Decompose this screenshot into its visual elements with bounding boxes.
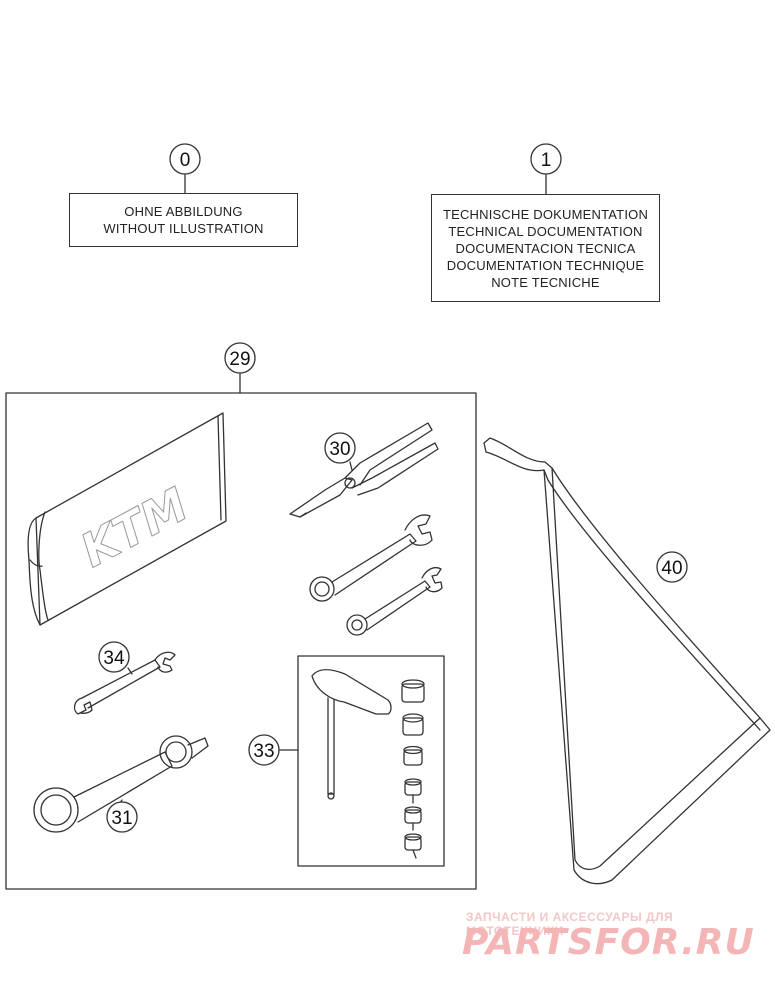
- combination-wrench-large: [309, 514, 433, 602]
- tool-kit-frame: [5, 392, 477, 890]
- callout-30-label: 30: [329, 439, 350, 460]
- callout-40[interactable]: 40: [656, 551, 688, 583]
- callout-33[interactable]: 33: [248, 734, 299, 766]
- tech-doc-line-3: DOCUMENTACION TECNICA: [455, 241, 636, 256]
- ring-wrench: [33, 735, 209, 833]
- callout-29[interactable]: 29: [224, 342, 256, 394]
- technical-documentation-box: TECHNISCHE DOKUMENTATION TECHNICAL DOCUM…: [431, 194, 660, 302]
- combination-wrench-small: [346, 566, 443, 636]
- callout-0-label: 0: [180, 150, 191, 171]
- callout-31[interactable]: 31: [106, 799, 138, 833]
- without-illustration-line-1: OHNE ABBILDUNG: [124, 204, 243, 219]
- callout-31-label: 31: [111, 808, 132, 829]
- tech-doc-line-1: TECHNISCHE DOKUMENTATION: [442, 207, 649, 222]
- side-stand: [483, 437, 771, 885]
- callout-1[interactable]: 1: [530, 143, 562, 195]
- bit-set-frame: [297, 655, 445, 867]
- open-end-wrench: [73, 651, 176, 715]
- callout-34-label: 34: [103, 648, 125, 669]
- bag-logo: KTM: [72, 477, 197, 578]
- t-handle-driver: [311, 669, 392, 800]
- tech-doc-line-5: NOTE TECNICHE: [491, 275, 600, 290]
- callout-33-label: 33: [253, 741, 274, 762]
- watermark-brand[interactable]: PARTSFOR.RU: [462, 922, 755, 963]
- tool-bag: KTM: [27, 412, 227, 626]
- callout-1-label: 1: [541, 150, 552, 171]
- tech-doc-line-4: DOCUMENTATION TECHNIQUE: [446, 258, 645, 273]
- pliers: [289, 422, 439, 518]
- watermark-tagline: ЗАПЧАСТИ И АКСЕССУАРЫ ДЛЯ МОТОТЕХНИКИ: [466, 910, 674, 938]
- callout-30[interactable]: 30: [324, 432, 356, 471]
- callout-29-label: 29: [229, 349, 250, 370]
- bit-sockets: [401, 679, 425, 859]
- callout-34[interactable]: 34: [98, 641, 133, 675]
- without-illustration-line-2: WITHOUT ILLUSTRATION: [103, 221, 264, 236]
- callout-0[interactable]: 0: [169, 143, 201, 194]
- without-illustration-box: OHNE ABBILDUNG WITHOUT ILLUSTRATION: [69, 193, 298, 247]
- callout-40-label: 40: [661, 558, 682, 579]
- tech-doc-line-2: TECHNICAL DOCUMENTATION: [448, 224, 643, 239]
